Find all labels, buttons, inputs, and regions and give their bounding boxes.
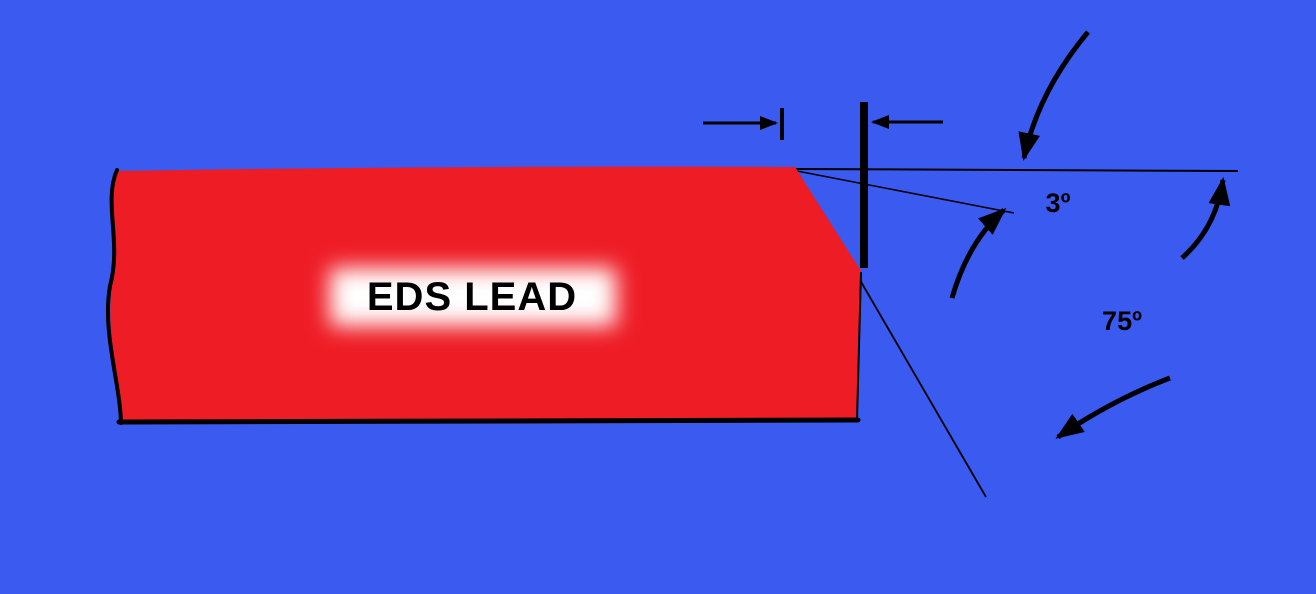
- torn-left-edge: [105, 168, 123, 425]
- lead-right-edge: [856, 271, 862, 421]
- curved-arrow-relief: [1055, 375, 1171, 440]
- lead-label-glow: [330, 268, 616, 326]
- eds-lead-label: EDS LEAD: [367, 275, 577, 319]
- rake-angle-label: 3º: [1046, 188, 1071, 218]
- curved-arrow-right: [1180, 177, 1231, 260]
- rake-angle-line: [796, 170, 1015, 214]
- lead-bottom-edge: [116, 417, 861, 425]
- horizontal-reference-line: [794, 168, 1239, 172]
- curved-arrow-rake: [949, 208, 1007, 299]
- curved-arrow-top: [1018, 30, 1090, 161]
- relief-angle-label: 75º: [1102, 306, 1142, 336]
